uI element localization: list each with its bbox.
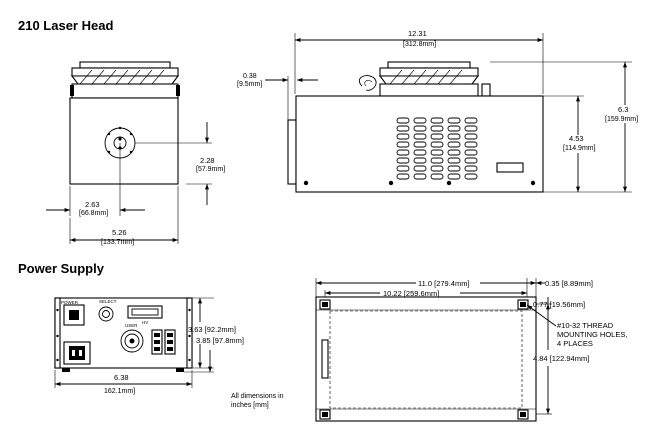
vent-slot [413,133,427,140]
vent-slot [430,133,444,140]
vent-slot [430,157,444,164]
dim-ps-edge-x: 0.35 [8.89mm] [545,279,593,288]
laser-head-front-view: 2.28 [57.9mm] 2.63 [66.8mm] 5.26 [133.7m… [46,61,225,246]
terminal-blocks [151,329,176,355]
vent-slot [464,157,478,164]
vent-slot [447,165,461,172]
vent-slot [464,125,478,132]
vent-slot [396,157,410,164]
vent-slot [447,117,461,124]
vent-slot [447,133,461,140]
mounting-note-line1: #10-32 THREAD [557,321,614,330]
dim-ps-hole-span: 10.22 [259.6mm] [383,289,439,298]
vent-slot [396,117,410,124]
dim-head-offset: 0.38 [243,73,257,80]
vent-slot [396,125,410,132]
dim-head-length-mm: [312.8mm] [403,41,436,48]
units-note-line1: All dimensions in [231,393,284,400]
laser-head-title: 210 Laser Head [18,18,113,33]
laser-head-front-body [69,97,179,185]
laser-head-side-body [295,95,544,193]
power-supply-front-view: POWER SELECT HV USER [54,297,244,395]
vent-slot [413,173,427,180]
units-note-line2: inches [mm] [231,402,269,409]
vent-slot [413,165,427,172]
dim-head-height-mm: [57.9mm] [196,166,225,173]
mounting-note-line3: 4 PLACES [557,339,593,348]
vent-slot [430,141,444,148]
dim-head-length: 12.31 [408,29,427,38]
dim-head-width-mm: [133.7mm] [101,239,134,246]
vent-slot [396,133,410,140]
vent-slot [396,173,410,180]
dim-ps-height-2: 3.85 [97.8mm] [196,336,244,345]
vent-slot [413,117,427,124]
vent-slot [447,125,461,132]
dim-ps-width-mm: 162.1mm] [104,388,135,395]
vent-slot [447,173,461,180]
dim-ps-hole-y-span: 4.84 [122.94mm] [533,354,589,363]
vent-slots [396,117,478,180]
power-supply-top-view: 11.0 [279.4mm] 10.22 [259.6mm] 0.35 [8.8… [315,278,627,422]
dim-head-height: 2.28 [200,156,215,165]
label-plate [496,162,524,173]
laser-head-side-view: 12.31 [312.8mm] 0.38 [9.5mm] [237,29,638,193]
vent-slot [447,141,461,148]
dim-ps-edge-y: 0.77 [19.56mm] [533,300,585,309]
vent-slot [396,141,410,148]
hv-label: HV [142,320,148,325]
user-connector [120,329,144,353]
dim-head-width: 5.26 [112,228,127,237]
vent-slot [464,165,478,172]
dim-ps-length: 11.0 [279.4mm] [418,279,470,288]
dim-head-half-width-mm: [66.8mm] [79,210,108,217]
vent-slot [464,141,478,148]
dim-body-height-mm: [114.9mm] [563,145,596,152]
select-label: SELECT [99,299,117,304]
vent-slot [396,149,410,156]
vent-slot [430,117,444,124]
vent-slot [413,149,427,156]
vent-slot [430,125,444,132]
vent-slot [430,173,444,180]
mounting-note-line2: MOUNTING HOLES, [557,330,627,339]
vent-slot [447,149,461,156]
db-connector [127,305,163,319]
dim-head-half-width: 2.63 [85,200,100,209]
vent-slot [413,141,427,148]
dim-head-offset-mm: [9.5mm] [237,81,262,88]
vent-slot [464,133,478,140]
vent-slot [464,117,478,124]
vent-slot [430,165,444,172]
vent-slot [447,157,461,164]
power-supply-title: Power Supply [18,261,105,276]
power-supply-top-body [315,296,537,422]
dim-ps-height-1: 3.63 [92.2mm] [188,325,236,334]
vent-slot [413,125,427,132]
dim-full-height-mm: [159.9mm] [605,116,638,123]
vent-slot [464,173,478,180]
dim-ps-width: 6.38 [114,373,129,382]
vent-slot [413,157,427,164]
vent-slot [430,149,444,156]
select-connector [98,306,114,322]
dim-full-height: 6.3 [618,105,628,114]
vent-slot [464,149,478,156]
dim-body-height: 4.53 [569,134,584,143]
user-label: USER [125,323,138,328]
vent-slot [396,165,410,172]
power-label: POWER [61,300,79,305]
